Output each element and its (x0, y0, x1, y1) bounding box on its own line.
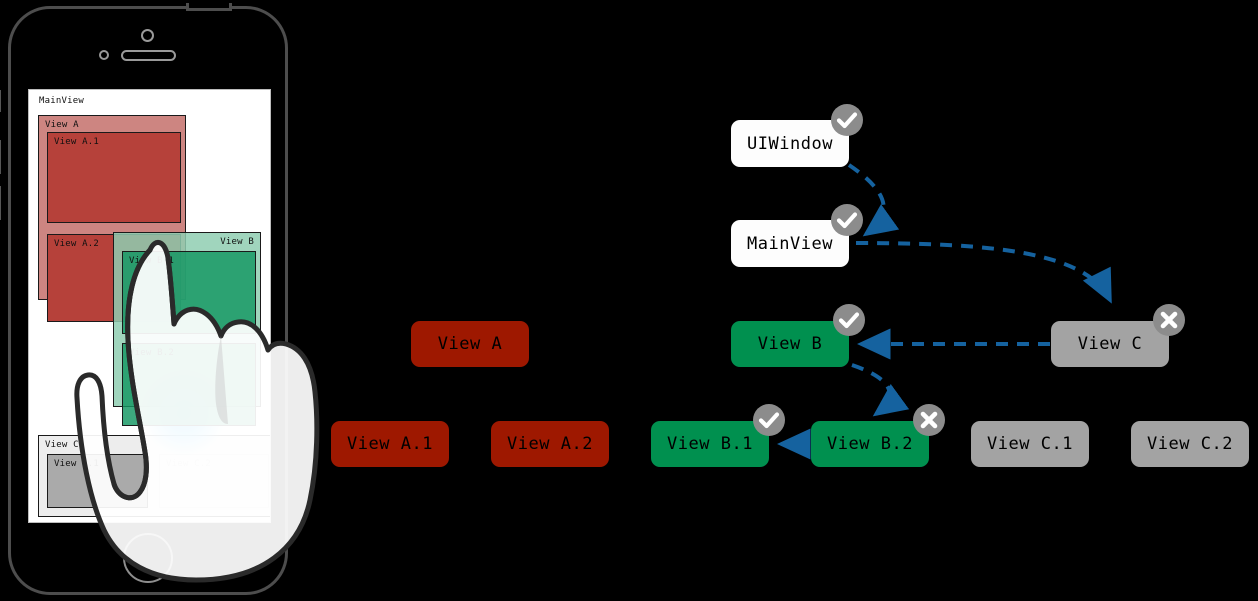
node-view-c2-label: View C.2 (1147, 434, 1233, 454)
node-view-b[interactable]: View B (731, 304, 865, 367)
edge-viewb-to-viewb2 (851, 363, 910, 417)
proximity-sensor-icon (99, 50, 109, 60)
screen-view-a1[interactable]: View A.1 (47, 132, 181, 223)
phone-mute-switch (0, 90, 1, 112)
front-camera-icon (141, 29, 154, 42)
screen-view-c-label: View C (45, 440, 79, 450)
node-view-a-label: View A (437, 334, 503, 354)
badge-check-view-b (833, 304, 865, 336)
node-mainview-label: MainView (747, 233, 833, 254)
node-view-a[interactable]: View A (411, 321, 529, 367)
screen-view-a-label: View A (45, 120, 79, 130)
node-view-c2[interactable]: View C.2 (1131, 421, 1249, 467)
earpiece-speaker (121, 50, 176, 61)
node-view-b2[interactable]: View B.2 (811, 404, 945, 467)
node-view-b1-label: View B.1 (667, 434, 753, 454)
badge-cross-view-c (1153, 304, 1185, 336)
node-view-a2-label: View A.2 (507, 434, 593, 454)
node-mainview[interactable]: MainView (731, 204, 863, 267)
node-view-b2-label: View B.2 (827, 434, 913, 454)
screen-mainview-label: MainView (39, 96, 84, 106)
badge-check-mainview (831, 204, 863, 236)
phone-volume-down-button (0, 186, 1, 220)
node-view-c1-label: View C.1 (987, 434, 1073, 454)
node-view-b-label: View B (757, 334, 823, 354)
node-view-c[interactable]: View C (1051, 304, 1185, 367)
node-uiwindow-label: UIWindow (747, 133, 833, 154)
edge-uiwindow-to-mainview (847, 163, 900, 237)
node-view-c-label: View C (1077, 334, 1143, 354)
badge-check-view-b1 (753, 404, 785, 436)
screen-view-a1-label: View A.1 (54, 137, 99, 147)
phone-volume-up-button (0, 140, 1, 174)
node-view-b1[interactable]: View B.1 (651, 404, 785, 467)
badge-cross-view-b2 (913, 404, 945, 436)
node-view-c1[interactable]: View C.1 (971, 421, 1089, 467)
node-view-a2[interactable]: View A.2 (491, 421, 609, 467)
badge-check-uiwindow (831, 104, 863, 136)
node-view-a1-label: View A.1 (347, 434, 433, 454)
edge-mainview-to-viewc (855, 241, 1112, 304)
node-uiwindow[interactable]: UIWindow (731, 104, 863, 167)
node-view-a1[interactable]: View A.1 (331, 421, 449, 467)
phone-antenna-band (186, 3, 232, 11)
